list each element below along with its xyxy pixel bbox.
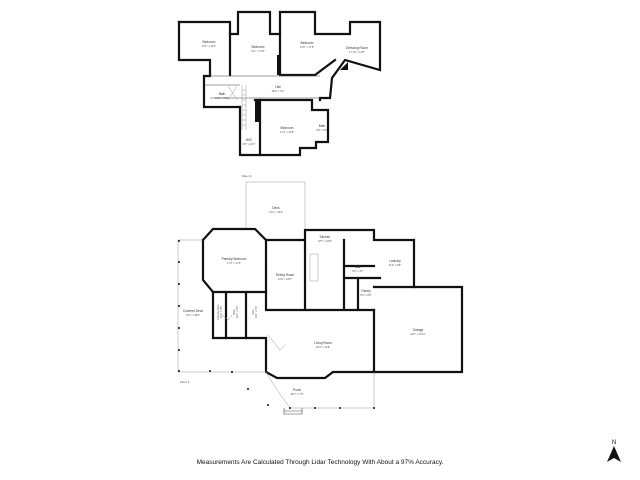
room-dim: 6'8" x 12'2" <box>243 142 256 146</box>
accuracy-note: Measurements Are Calculated Through Lida… <box>196 459 444 466</box>
room-label: Dressing Room <box>346 46 368 50</box>
room-dim: 17'4" x 16'8" <box>280 130 294 134</box>
room-dim: 18'7" x 20'0" <box>318 239 332 243</box>
north-arrow-icon <box>607 446 621 462</box>
north-label: N <box>611 440 617 446</box>
room-label: Hall <box>275 85 281 89</box>
room-label: WIC <box>246 138 253 142</box>
room-label: Kitchen <box>320 235 331 239</box>
room-dim: 36'8" x 6'0" <box>272 89 285 93</box>
porch-posts <box>178 240 375 409</box>
room-label: Garage <box>413 328 424 332</box>
room-label: Pantry <box>361 289 371 293</box>
room-dim: 13'4" x 8'6" <box>219 306 223 319</box>
room-label: Deck <box>272 206 280 210</box>
room-dim: 22'4" x 14'8" <box>316 345 330 349</box>
room-label: Bedroom <box>301 41 314 45</box>
room-label: Bedroom <box>252 45 265 49</box>
room-label: Primary Bedroom <box>222 257 247 261</box>
room-label: Primary Bath <box>216 304 220 320</box>
room-dim: 10'1" x 5'0" <box>235 306 239 319</box>
room-dim: 17'10" x 13'8" <box>349 50 365 54</box>
room-dim: 11'8" x 20'0" <box>278 277 292 281</box>
room-dim: 24'6" x 23'11" <box>410 332 426 336</box>
floor-2-plan: Bedroom 16'2" x 15'0" Bedroom 11'1" x 17… <box>177 10 382 178</box>
floor-label: Floor 1 <box>180 380 190 384</box>
room-label: WIC <box>251 309 255 314</box>
room-label: Dining Room <box>276 273 295 277</box>
room-label: Bath <box>319 124 326 128</box>
room-dim: 9'8" x 6'3" <box>316 128 327 132</box>
floor-1-plan: Deck 14'2" x 16'0" Kitchen 18'7" x 20'0"… <box>177 181 464 415</box>
room-label: Bedroom <box>281 126 294 130</box>
room-label: Bath <box>232 309 236 315</box>
room-dim: 10'8" x 5'11" <box>215 96 229 100</box>
room-dim: 8'4" x 8'8" <box>360 293 371 297</box>
room-label: Bedroom <box>203 40 216 44</box>
room-label: Laundry <box>389 259 401 263</box>
room-label: Bath <box>355 265 362 269</box>
floor-label: Floor 2 <box>242 174 252 178</box>
room-dim: 13'0" x 17'8" <box>300 45 314 49</box>
room-dim: 11'1" x 17'8" <box>251 49 265 53</box>
room-label: Bath <box>219 92 226 96</box>
room-label: Covered Deck <box>183 309 204 313</box>
room-label: Living Room <box>314 341 332 345</box>
room-dim: 16'2" x 15'0" <box>202 44 216 48</box>
compass: N <box>604 440 624 467</box>
room-dim: 8'0" x 4'7" <box>352 269 363 273</box>
room-dim: 10'4" x 38'6" <box>186 313 200 317</box>
room-dim: 36'7" x 7'8" <box>291 392 304 396</box>
room-dim: 11'9" x 9'8" <box>389 263 402 267</box>
room-dim: 10'1" x 5'0" <box>254 306 258 319</box>
room-label: Porch <box>293 388 302 392</box>
room-dim: 17'3" x 17'6" <box>227 261 241 265</box>
room-dim: 14'2" x 16'0" <box>269 210 283 214</box>
